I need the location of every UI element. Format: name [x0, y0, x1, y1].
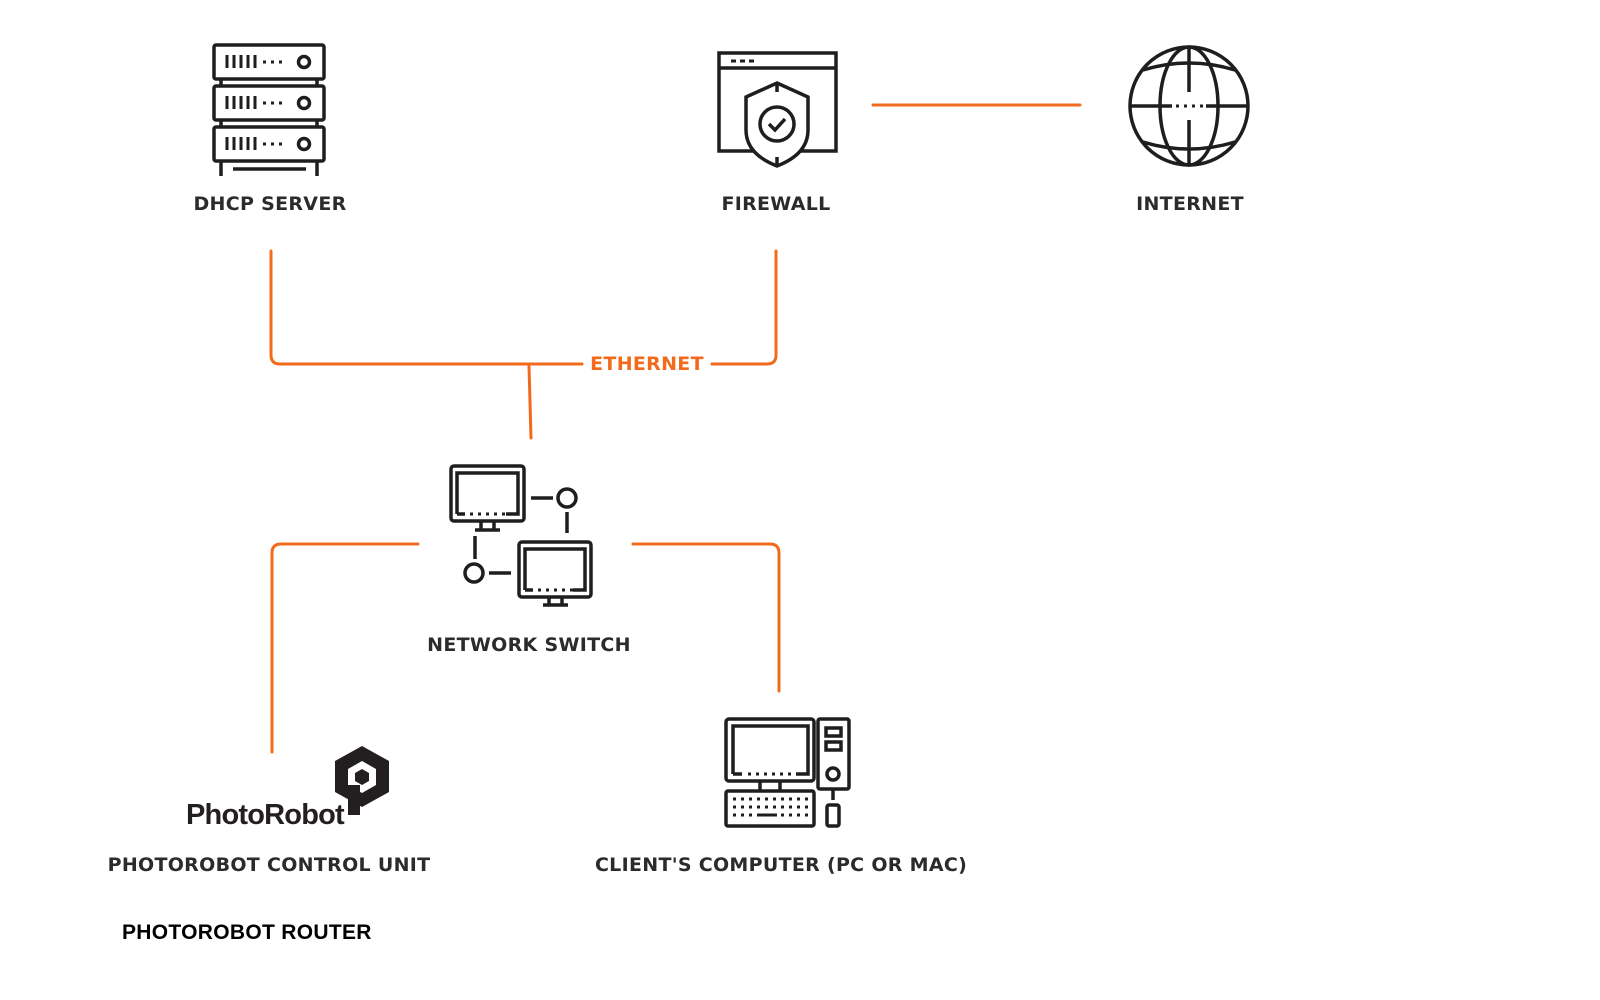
- connector-switch-to-client: [631, 542, 781, 693]
- footer-title: PHOTOROBOT ROUTER: [122, 921, 372, 944]
- network-switch-label: NETWORK SWITCH: [427, 634, 631, 656]
- connector-firewall-to-bus: [710, 249, 778, 366]
- connector-switch-to-control-unit: [270, 542, 420, 754]
- globe-icon: [1128, 45, 1250, 167]
- photorobot-logo-text: PhotoRobot: [186, 799, 345, 831]
- server-rack-icon: [212, 43, 326, 176]
- desktop-computer-icon: [724, 717, 851, 828]
- browser-shield-icon: [717, 51, 838, 168]
- firewall-label: FIREWALL: [721, 193, 831, 215]
- client-computer-label: CLIENT'S COMPUTER (PC OR MAC): [594, 854, 968, 876]
- connector-dhcp-to-bus: [269, 249, 584, 366]
- dhcp-server-label: DHCP SERVER: [193, 193, 347, 215]
- connector-bus-to-switch: [527, 364, 533, 440]
- photorobot-logo-icon: [335, 746, 389, 815]
- ethernet-bus-label: ETHERNET: [590, 353, 704, 375]
- internet-label: INTERNET: [1136, 193, 1244, 215]
- control-unit-label: PHOTOROBOT CONTROL UNIT: [107, 854, 431, 876]
- network-computers-icon: [449, 464, 593, 607]
